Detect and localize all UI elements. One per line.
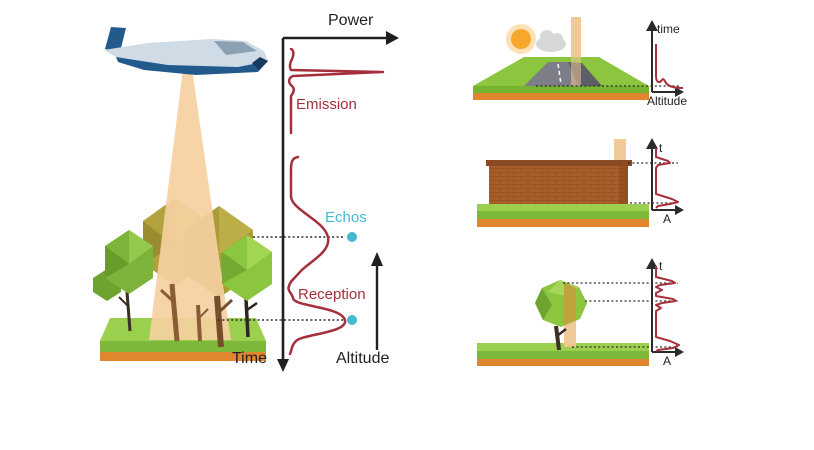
road-scene <box>473 17 684 100</box>
echo-dot-ground <box>347 315 357 325</box>
power-axis-arrow <box>386 31 399 45</box>
signal-curves <box>287 47 385 356</box>
building-scene <box>477 138 684 227</box>
main-graph-axes <box>277 31 399 372</box>
time-axis-label: Time <box>232 350 267 367</box>
mini1-time-label: time <box>657 22 680 36</box>
mini3-t-label: t <box>659 259 663 273</box>
altitude-axis-label: Altitude <box>336 350 390 367</box>
tree-icons-front <box>93 230 272 348</box>
return-signal-curve <box>655 266 680 352</box>
mini2-t-label: t <box>659 141 663 155</box>
power-axis-label: Power <box>328 12 374 29</box>
echo-dotted-lines <box>218 232 357 325</box>
return-signal-curve <box>655 148 679 209</box>
emission-curve <box>287 47 385 135</box>
laser-beam <box>149 69 231 340</box>
airplane-icon <box>104 27 268 75</box>
reception-curve <box>287 155 347 356</box>
tree-scene <box>477 258 684 366</box>
return-signal-curve <box>655 44 684 89</box>
mini3-a-label: A <box>663 354 672 368</box>
laser-beam <box>571 17 581 86</box>
mini2-a-label: A <box>663 212 672 226</box>
brick-building <box>489 166 628 204</box>
roof <box>486 160 632 166</box>
emission-label: Emission <box>296 96 357 113</box>
altitude-arrow <box>371 252 383 350</box>
echo-dot-canopy <box>347 232 357 242</box>
reception-label: Reception <box>298 286 366 303</box>
mini1-altitude-label: Altitude <box>647 94 688 108</box>
echos-label: Echos <box>325 209 367 226</box>
time-axis-arrow <box>277 359 289 372</box>
laser-beam <box>614 139 626 163</box>
